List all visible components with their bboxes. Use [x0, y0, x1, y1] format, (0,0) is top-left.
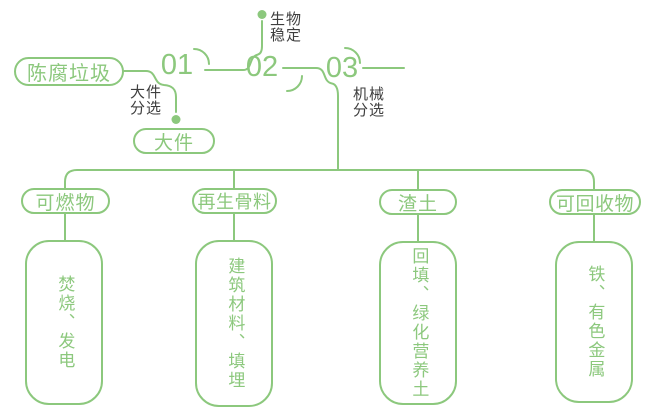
category-pill-recycled-aggregate: 再生骨料 — [192, 188, 277, 214]
branch-dot-bio — [257, 10, 267, 19]
output-uses: 铁、有色金属 — [585, 265, 605, 379]
category-label: 可燃物 — [35, 192, 96, 214]
branch-pill-bulky-label: 大件 — [153, 132, 194, 154]
step-number-02: 02 — [245, 51, 279, 83]
output-box-recycled-aggregate: 建筑材料、填埋 — [195, 240, 273, 407]
output-box-slag: 回填、绿化营养土 — [379, 241, 457, 405]
line-step01-to-step02-branch — [204, 20, 263, 71]
arc-step02 — [286, 75, 303, 92]
line-step02-to-step03-feed — [282, 67, 339, 171]
step-number-01: 01 — [160, 49, 194, 81]
step-number-03: 03 — [325, 52, 359, 84]
step-label-bulky-sorting: 大件 分选 — [130, 84, 163, 117]
arc-step03 — [344, 47, 361, 64]
output-box-combustibles: 焚烧、发电 — [25, 240, 103, 405]
category-label: 再生骨料 — [197, 192, 272, 212]
step-label-bio-stabilization: 生物 稳定 — [270, 11, 303, 44]
line-source-to-step01-branch — [123, 70, 177, 113]
source-pill: 陈腐垃圾 — [14, 57, 124, 86]
category-label: 可回收物 — [555, 193, 634, 215]
distribution-bus-line — [64, 169, 595, 190]
branch-dot-bulky — [171, 115, 181, 124]
output-uses: 建筑材料、填埋 — [225, 257, 245, 390]
category-pill-combustibles: 可燃物 — [21, 188, 110, 214]
category-label: 渣土 — [397, 193, 438, 215]
output-uses: 焚烧、发电 — [55, 275, 75, 370]
arc-step01 — [193, 48, 210, 65]
output-box-recyclables: 铁、有色金属 — [555, 241, 633, 403]
branch-pill-bulky: 大件 — [133, 128, 215, 154]
category-pill-slag: 渣土 — [379, 189, 457, 215]
output-uses: 回填、绿化营养土 — [409, 247, 429, 399]
source-label: 陈腐垃圾 — [27, 63, 111, 85]
category-pill-recyclables: 可回收物 — [549, 189, 641, 215]
step-label-mechanical-sorting: 机械 分选 — [353, 86, 386, 119]
